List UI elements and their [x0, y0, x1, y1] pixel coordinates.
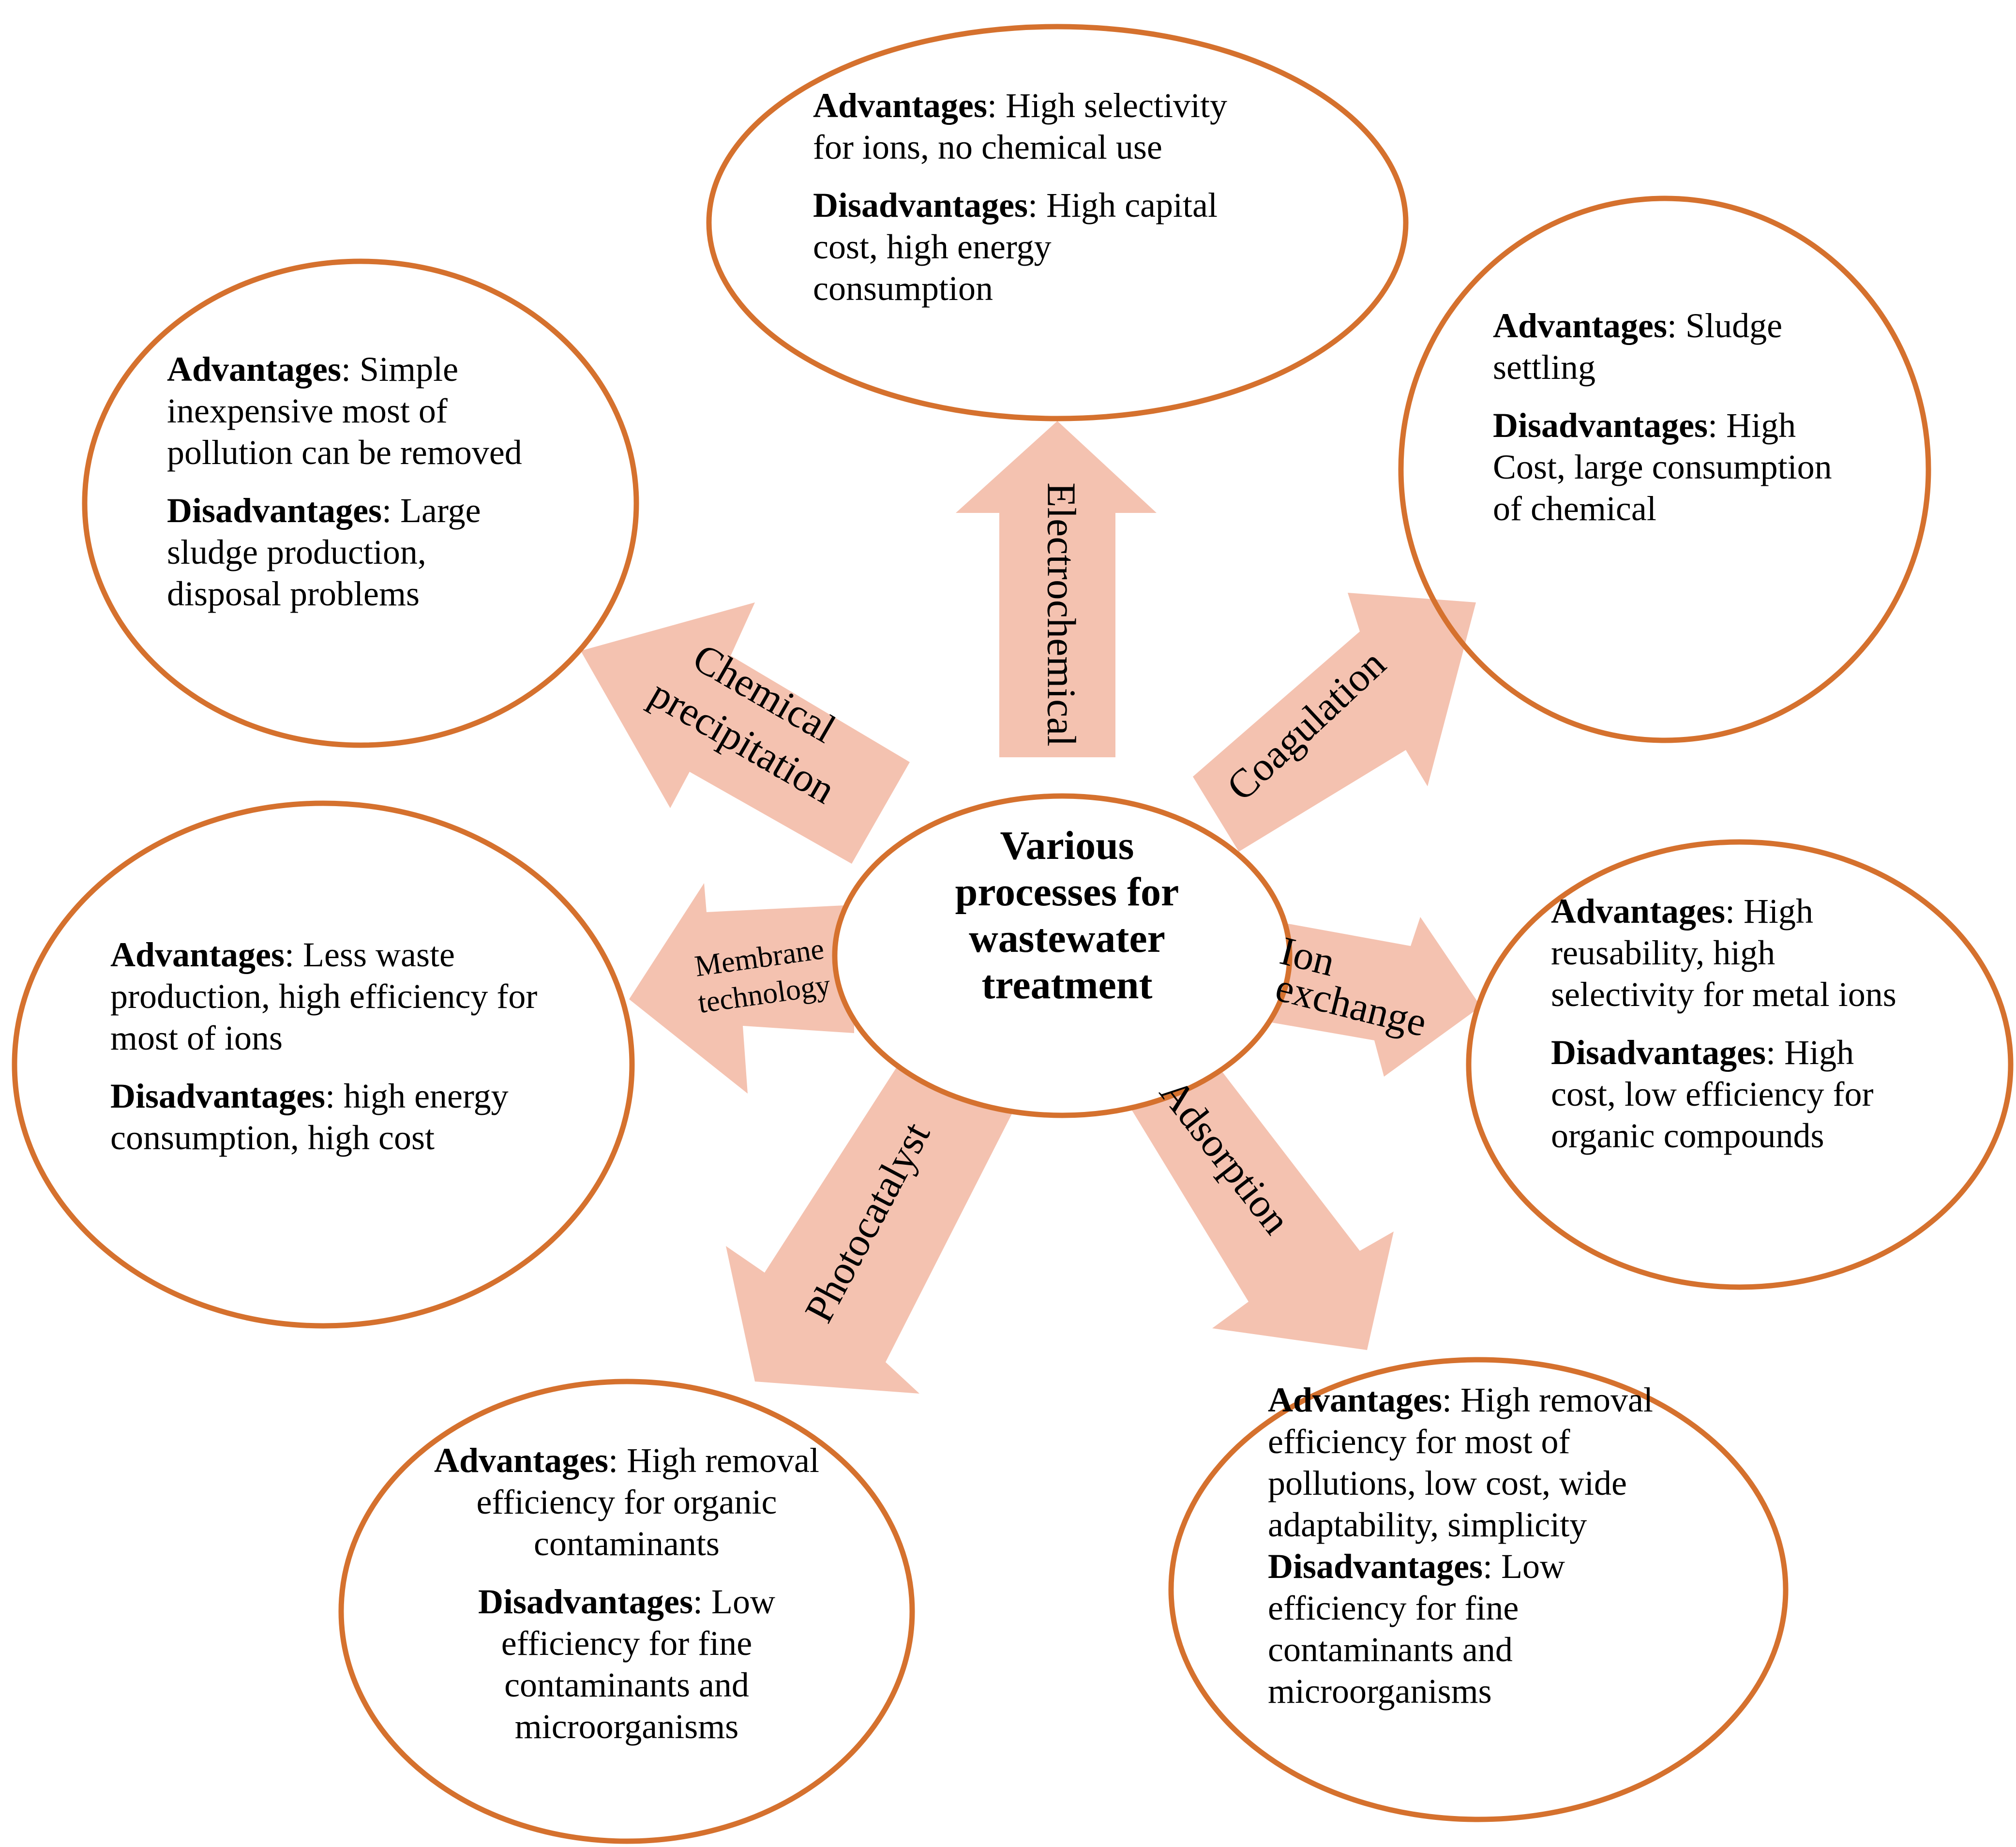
adv-text: : Less waste production, high efficiency… — [110, 935, 538, 1057]
dis-heading: Disadvantages — [167, 491, 382, 530]
bubble-adsorption — [1168, 1357, 1789, 1822]
center-ellipse — [832, 793, 1293, 1118]
arrow-membrane-technology — [629, 883, 854, 1094]
arrow-coagulation — [1193, 593, 1476, 852]
text-coagulation: Advantages: Sludge settling Disadvantage… — [1493, 305, 1851, 546]
adv-text: : Sludge settling — [1493, 306, 1783, 387]
dis-text: : Low efficiency for fine contaminants a… — [1268, 1547, 1565, 1711]
bubble-ion-exchange — [1466, 839, 2014, 1290]
adv-heading: Advantages — [110, 935, 285, 974]
arrow-chemical-precipitation — [581, 602, 910, 864]
dis-text: : High capital cost, high energy consump… — [813, 186, 1218, 308]
arrow-adsorption — [1120, 1052, 1394, 1350]
bubble-chemical-precipitation — [82, 258, 639, 748]
arrow-ion-exchange — [1263, 917, 1481, 1077]
adv-heading: Advantages — [813, 86, 988, 125]
adv-text: : High removal efficiency for most of po… — [1268, 1381, 1653, 1544]
dis-text: : Low efficiency for fine contaminants a… — [501, 1582, 776, 1746]
text-membrane-technology: Advantages: Less waste production, high … — [110, 934, 556, 1175]
dis-heading: Disadvantages — [1551, 1033, 1766, 1072]
adv-text: : High reusability, high selectivity for… — [1551, 892, 1896, 1014]
dis-text: : Large sludge production, disposal prob… — [167, 491, 481, 613]
arrow-electrochemical — [956, 421, 1157, 757]
adv-heading: Advantages — [1493, 306, 1668, 345]
adv-heading: Advantages — [1551, 892, 1726, 931]
dis-text: : High Cost, large consumption of chemic… — [1493, 406, 1832, 528]
label-electrochemical: Electrochemical — [1039, 482, 1084, 747]
bubble-photocatalyst — [338, 1379, 915, 1844]
text-adsorption: Advantages: High removal efficiency for … — [1268, 1379, 1684, 1728]
text-chemical-precipitation: Advantages: Simple inexpensive most of p… — [167, 348, 544, 631]
adv-heading: Advantages — [434, 1441, 609, 1480]
dis-text: : High cost, low efficiency for organic … — [1551, 1033, 1874, 1155]
arrow-photocatalyst — [726, 1036, 1026, 1394]
dis-heading: Disadvantages — [478, 1582, 693, 1621]
bubble-coagulation — [1398, 195, 1931, 743]
text-photocatalyst: Advantages: High removal efficiency for … — [426, 1440, 827, 1764]
text-ion-exchange: Advantages: High reusability, high selec… — [1551, 890, 1919, 1173]
dis-heading: Disadvantages — [1493, 406, 1708, 445]
bubble-membrane-technology — [12, 800, 635, 1329]
dis-text: : high energy consumption, high cost — [110, 1077, 509, 1157]
adv-text: : High selectivity for ions, no chemical… — [813, 86, 1227, 166]
text-electrochemical: Advantages: High selectivity for ions, n… — [813, 85, 1239, 326]
adv-text: : High removal efficiency for organic co… — [476, 1441, 819, 1563]
dis-heading: Disadvantages — [110, 1077, 326, 1115]
dis-heading: Disadvantages — [1268, 1547, 1483, 1586]
adv-heading: Advantages — [1268, 1381, 1443, 1419]
dis-heading: Disadvantages — [813, 186, 1028, 225]
bubble-electrochemical — [706, 24, 1409, 421]
adv-heading: Advantages — [167, 350, 342, 389]
adv-text: : Simple inexpensive most of pollution c… — [167, 350, 522, 472]
center-title: Various processes for wastewater treatme… — [955, 823, 1179, 1007]
